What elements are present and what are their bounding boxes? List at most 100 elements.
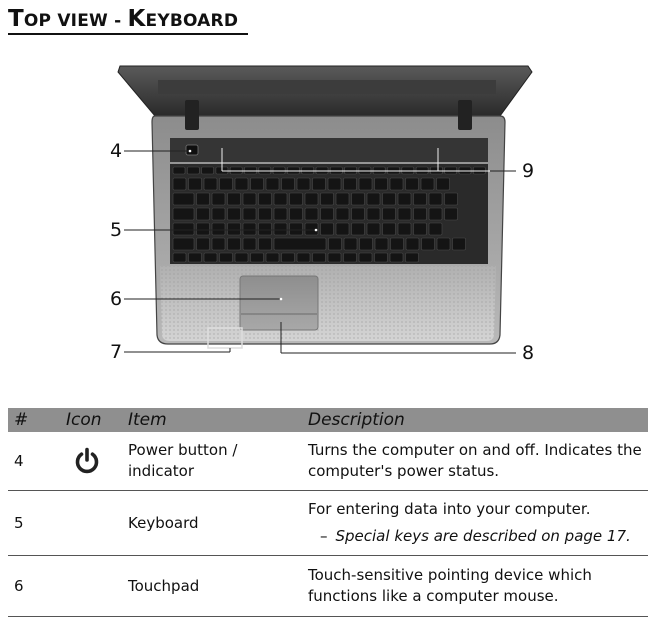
- keyboard-key: [358, 252, 373, 263]
- keyboard-key: [172, 237, 195, 251]
- dot-4: [188, 149, 192, 153]
- row-icon-cell: [60, 556, 122, 617]
- hinge-left: [185, 100, 199, 130]
- callout-8: 8: [522, 342, 535, 364]
- keyboard-key: [188, 177, 202, 191]
- callout-6: 6: [110, 288, 123, 310]
- keyboard-key: [397, 192, 412, 206]
- laptop-top-view-figure: 4 5 6 7 8 9: [0, 52, 654, 372]
- keyboard-key: [304, 192, 319, 206]
- title-underline: [8, 33, 248, 35]
- keyboard-key: [436, 177, 450, 191]
- keyboard-key: [421, 237, 435, 251]
- keyboard-key: [211, 237, 226, 251]
- keyboard-key: [397, 222, 412, 236]
- keyboard-key: [265, 177, 280, 191]
- keyboard-key: [351, 222, 365, 236]
- dot-6: [279, 297, 283, 301]
- callout-7: 7: [110, 341, 123, 363]
- keyboard-key: [211, 192, 226, 206]
- keyboard-key: [172, 166, 186, 175]
- power-icon: [75, 447, 99, 474]
- keyboard-key: [335, 222, 350, 236]
- keyboard-key: [273, 222, 288, 236]
- laptop-illustration: [117, 65, 533, 354]
- keyboard-key: [211, 222, 226, 236]
- keyboard-key: [413, 192, 427, 206]
- keyboard-key: [296, 252, 311, 263]
- keyboard-key: [172, 222, 195, 236]
- keyboard-key: [374, 177, 388, 191]
- header-description: Description: [308, 410, 405, 430]
- keyboard-keys: [172, 166, 486, 263]
- keyboard-key: [327, 252, 342, 263]
- keyboard-key: [273, 207, 288, 221]
- row-number: 5: [14, 513, 24, 532]
- keyboard-key: [420, 177, 435, 191]
- keyboard-key: [343, 252, 357, 263]
- table-row: 4 Power button / indicator Turns the com…: [8, 432, 648, 491]
- row-note: –Special keys are described on page 17.: [308, 526, 642, 547]
- keyboard-key: [320, 192, 334, 206]
- keyboard-key: [382, 222, 396, 236]
- keyboard-key: [242, 237, 257, 251]
- keyboard-key: [289, 207, 303, 221]
- keyboard-key: [172, 192, 195, 206]
- keyboard-key: [172, 177, 187, 191]
- keyboard-key: [196, 192, 210, 206]
- row-description: For entering data into your computer.: [308, 500, 591, 518]
- title-cap-t: T: [8, 6, 24, 32]
- keyboard-key: [343, 177, 357, 191]
- keyboard-key: [374, 252, 388, 263]
- keyboard-key: [320, 207, 334, 221]
- row-description: Touch-sensitive pointing device which fu…: [308, 566, 592, 605]
- header-item: Item: [128, 410, 167, 430]
- keyboard-key: [366, 207, 381, 221]
- callout-5: 5: [110, 219, 123, 241]
- row-icon-cell: [60, 491, 122, 556]
- component-table: # Icon Item Description 4 Power button /…: [8, 408, 648, 617]
- row-item: Keyboard: [128, 513, 199, 532]
- keyboard-key: [382, 192, 396, 206]
- row-description-cell: For entering data into your computer. –S…: [302, 491, 648, 556]
- keyboard-key: [351, 207, 365, 221]
- keyboard-key: [196, 237, 210, 251]
- keyboard-key: [187, 166, 200, 175]
- keyboard-key: [203, 252, 218, 263]
- note-text: Special keys are described on page 17.: [335, 527, 631, 545]
- keyboard-key: [389, 252, 404, 263]
- touchpad-graphic: [239, 275, 319, 331]
- row-number: 4: [14, 451, 24, 470]
- keyboard-key: [382, 207, 396, 221]
- keyboard-key: [258, 192, 272, 206]
- keyboard-key: [250, 177, 264, 191]
- keyboard-key: [219, 252, 233, 263]
- keyboard-key: [343, 237, 358, 251]
- keyboard-key: [281, 177, 295, 191]
- keyboard-key: [172, 207, 195, 221]
- keyboard-key: [227, 207, 241, 221]
- keyboard-key: [201, 166, 214, 175]
- keyboard-key: [405, 177, 419, 191]
- keyboard-key: [196, 207, 210, 221]
- keyboard-key: [405, 237, 420, 251]
- keyboard-key: [366, 222, 381, 236]
- keyboard-key: [234, 177, 249, 191]
- keyboard-key: [428, 222, 443, 236]
- dot-5: [314, 228, 318, 232]
- title-rest-2: EYBOARD: [145, 11, 239, 31]
- keyboard-key: [312, 177, 326, 191]
- top-strip: [170, 138, 488, 162]
- keyboard-key: [428, 192, 443, 206]
- keyboard-key: [234, 252, 249, 263]
- keyboard-key: [196, 222, 210, 236]
- keyboard-key: [273, 192, 288, 206]
- palm-rest-texture: [160, 266, 496, 341]
- row-number: 6: [14, 576, 24, 595]
- callout-4: 4: [110, 140, 123, 162]
- keyboard-key: [281, 252, 295, 263]
- keyboard-key: [320, 222, 334, 236]
- row-item: Power button / indicator: [128, 441, 238, 480]
- keyboard-key: [227, 222, 241, 236]
- keyboard-key: [227, 192, 241, 206]
